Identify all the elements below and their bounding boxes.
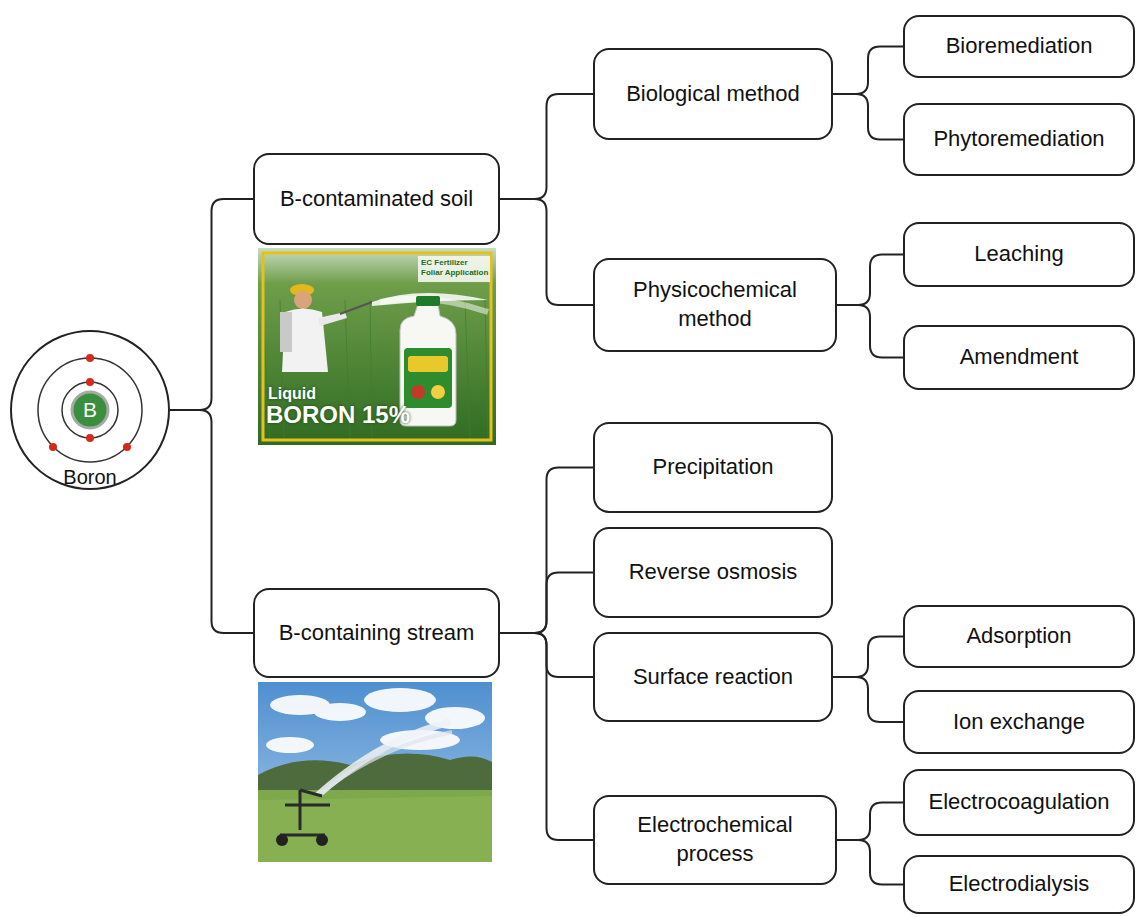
text-group: Ion exchange xyxy=(953,708,1085,737)
technique-box: Amendment xyxy=(903,325,1135,390)
text-group: Leaching xyxy=(974,240,1063,269)
text-group: B-contaminated soil xyxy=(280,185,473,214)
technique-box: Electrodialysis xyxy=(903,855,1135,914)
text-group: Bioremediation xyxy=(946,32,1093,61)
text-group: Electrocoagulation xyxy=(928,788,1109,817)
bracket-connector xyxy=(833,47,903,95)
text-group: B-containing stream xyxy=(279,619,475,648)
technique-box: Adsorption xyxy=(903,605,1135,668)
text-group: Amendment xyxy=(960,343,1079,372)
photo-caption: EC Fertilizer xyxy=(421,259,468,268)
text-group: Physicochemical method xyxy=(605,276,825,333)
bracket-connector xyxy=(833,94,903,140)
bracket-connector xyxy=(837,255,903,306)
bracket-connector xyxy=(500,199,593,305)
text-group: Precipitation xyxy=(652,453,773,482)
node-label: B-containing stream xyxy=(279,619,475,648)
bracket-connector xyxy=(500,94,593,199)
category-box: B-contaminated soil xyxy=(253,153,500,245)
node-label: Phytoremediation xyxy=(933,125,1104,154)
node-label: Amendment xyxy=(960,343,1079,372)
node-label: Leaching xyxy=(974,240,1063,269)
technique-box: Phytoremediation xyxy=(903,103,1135,176)
bracket-connector xyxy=(837,840,903,885)
text-group: Phytoremediation xyxy=(933,125,1104,154)
bracket-connector xyxy=(833,677,903,722)
bracket-connector xyxy=(500,633,593,840)
category-box: B-containing stream xyxy=(253,588,500,678)
node-label: Ion exchange xyxy=(953,708,1085,737)
bracket-connector xyxy=(837,305,903,358)
text-group: Electrochemical process xyxy=(605,811,825,868)
node-label: Precipitation xyxy=(652,453,773,482)
node-label: Electrocoagulation xyxy=(928,788,1109,817)
method-box: Surface reaction xyxy=(593,632,833,722)
method-box: Reverse osmosis xyxy=(593,527,833,618)
bracket-connector xyxy=(837,803,903,841)
node-label: Adsorption xyxy=(966,622,1071,651)
text-group: Electrodialysis xyxy=(949,870,1090,899)
node-label: Electrodialysis xyxy=(949,870,1090,899)
technique-box: Electrocoagulation xyxy=(903,769,1135,836)
text-group: Adsorption xyxy=(966,622,1071,651)
node-label: Bioremediation xyxy=(946,32,1093,61)
node-label: Physicochemical method xyxy=(605,276,825,333)
photo-caption: BORON 15% xyxy=(266,402,410,428)
photo-caption: Liquid xyxy=(268,385,316,403)
technique-box: Bioremediation xyxy=(903,15,1135,78)
text-group: Reverse osmosis xyxy=(629,558,798,587)
node-label: Surface reaction xyxy=(633,663,793,692)
bracket-connector xyxy=(170,199,253,410)
text-group: Biological method xyxy=(626,80,800,109)
method-box: Physicochemical method xyxy=(593,258,837,352)
bracket-connector xyxy=(500,573,593,634)
element-name: Boron xyxy=(12,466,168,488)
method-box: Precipitation xyxy=(593,422,833,513)
node-label: Electrochemical process xyxy=(605,811,825,868)
technique-box: Leaching xyxy=(903,222,1135,287)
technique-box: Ion exchange xyxy=(903,690,1135,754)
method-box: Biological method xyxy=(593,48,833,140)
bracket-connector xyxy=(500,468,593,634)
node-label: B-contaminated soil xyxy=(280,185,473,214)
node-label: Reverse osmosis xyxy=(629,558,798,587)
node-label: Biological method xyxy=(626,80,800,109)
bracket-connector xyxy=(170,410,253,633)
bracket-connector xyxy=(833,637,903,678)
text-group: Surface reaction xyxy=(633,663,793,692)
element-circle: B Boron xyxy=(10,330,170,490)
method-box: Electrochemical process xyxy=(593,795,837,885)
element-symbol: B xyxy=(12,398,168,422)
photo-caption: Foliar Application xyxy=(421,269,488,278)
